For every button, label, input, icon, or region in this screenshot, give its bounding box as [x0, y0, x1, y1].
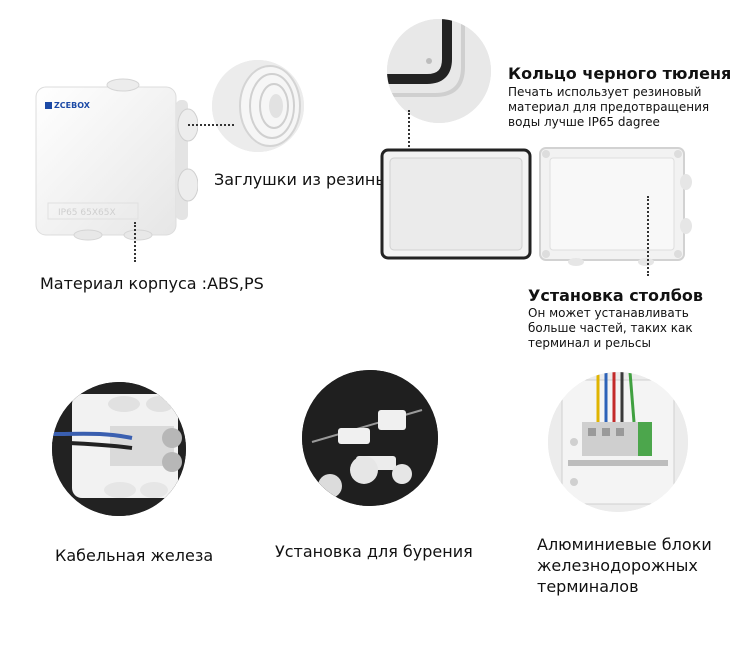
rail-blocks-label-1: Алюминиевые блоки — [537, 535, 712, 554]
rubber-plugs-label: Заглушки из резины — [214, 170, 388, 189]
seal-ring-title: Кольцо черного тюленя — [508, 64, 732, 83]
seal-ring-desc-3: воды лучше IP65 dagree — [508, 115, 660, 129]
connector-seal-ring — [408, 110, 410, 158]
seal-ring-desc-1: Печать использует резиновый — [508, 85, 702, 99]
enclosure-lid-photo — [380, 148, 532, 260]
drilling-install-photo — [302, 370, 438, 506]
terminal-blocks-photo — [548, 372, 688, 512]
cable-gland-label: Кабельная железа — [55, 546, 214, 565]
rail-blocks-label-3: терминалов — [537, 577, 639, 596]
cable-gland-photo — [52, 382, 186, 516]
connector-rubber-plug — [188, 124, 234, 126]
posts-title: Установка столбов — [528, 286, 704, 305]
enclosure-base-photo — [536, 142, 692, 266]
material-label: Материал корпуса :ABS,PS — [40, 274, 264, 293]
rubber-plug-zoom — [212, 60, 304, 152]
box-marking-text: IP65 65X65X — [58, 208, 116, 218]
seal-ring-desc-2: материал для предотвращения — [508, 100, 710, 114]
drilling-label: Установка для бурения — [275, 542, 473, 561]
posts-desc-3: терминал и рельсы — [528, 336, 651, 350]
rail-blocks-label-2: железнодорожных — [537, 556, 698, 575]
connector-posts — [647, 196, 649, 276]
posts-desc-1: Он может устанавливать — [528, 306, 689, 320]
junction-box-photo — [28, 75, 199, 245]
seal-ring-zoom — [387, 19, 491, 123]
posts-desc-2: больше частей, таких как — [528, 321, 693, 335]
connector-material — [134, 222, 136, 262]
brand-logo: ZCEBOX — [45, 101, 90, 110]
